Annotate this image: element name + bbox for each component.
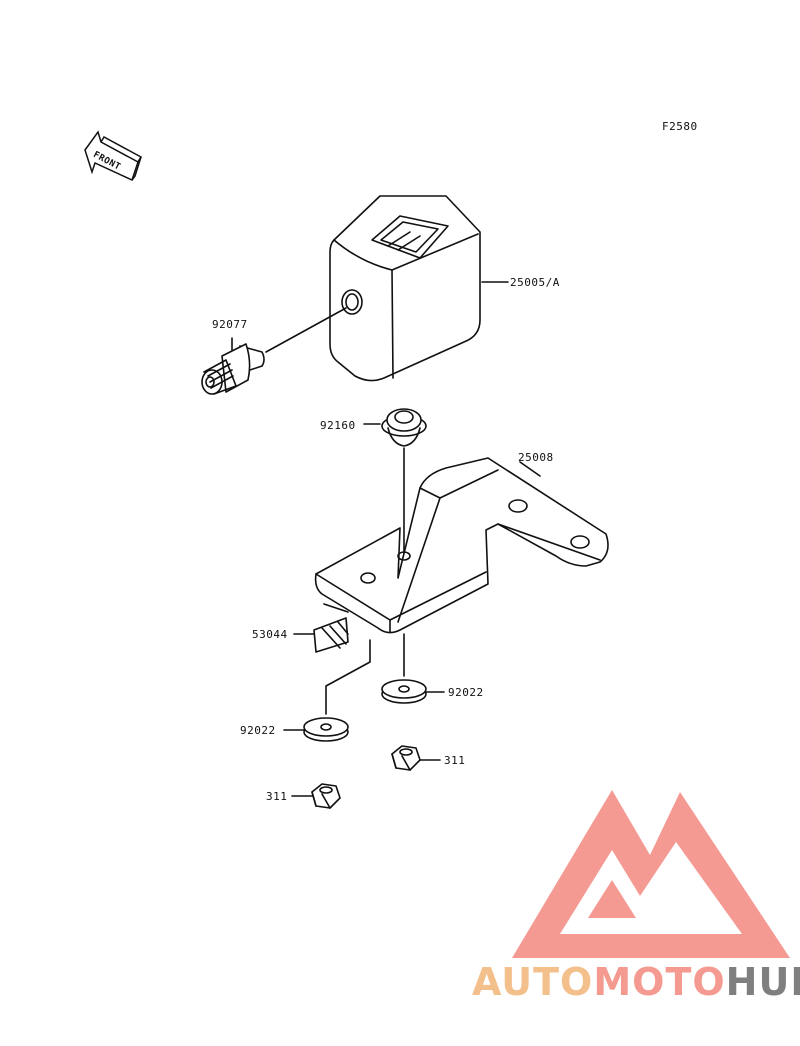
- figure-code: F2580: [662, 120, 698, 133]
- label-nut-right: 311: [444, 754, 466, 767]
- grommet-part: [381, 408, 427, 447]
- gear-part: [201, 337, 265, 395]
- washer-right: [381, 679, 427, 704]
- stopper-part: [313, 603, 349, 653]
- front-arrow-icon: [84, 130, 143, 182]
- meter-housing: [329, 195, 481, 382]
- label-grommet: 92160: [320, 419, 356, 432]
- bracket-part: [314, 457, 609, 634]
- watermark-text: AUTOMOTOHUB: [472, 960, 800, 1004]
- nut-left: [311, 783, 341, 809]
- label-bracket: 25008: [518, 451, 554, 464]
- washer-left: [303, 717, 349, 742]
- label-nut-left: 311: [266, 790, 288, 803]
- label-stopper: 53044: [252, 628, 288, 641]
- label-washer-left: 92022: [240, 724, 276, 737]
- nut-right: [391, 745, 421, 771]
- label-meter: 25005/A: [510, 276, 560, 289]
- watermark-auto: AUTO: [472, 960, 594, 1004]
- watermark-logo: [512, 790, 790, 958]
- watermark-hub: HUB: [725, 960, 800, 1004]
- label-gear: 92077: [212, 318, 248, 331]
- label-washer-right: 92022: [448, 686, 484, 699]
- watermark-moto: MOTO: [593, 960, 726, 1004]
